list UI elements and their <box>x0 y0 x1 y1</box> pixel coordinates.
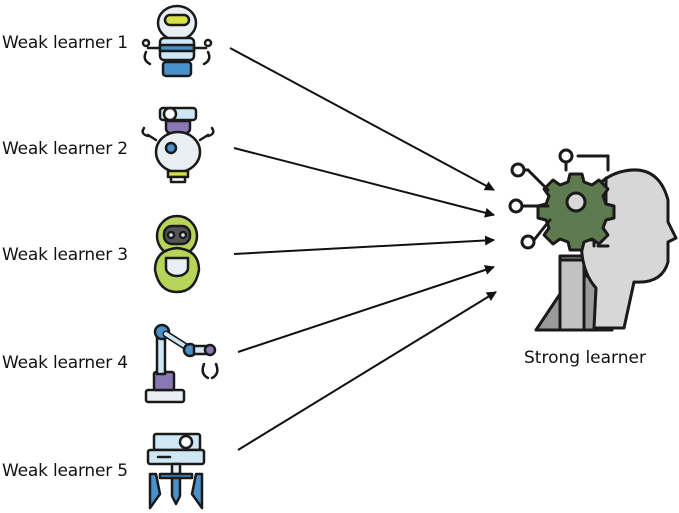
arrow-1 <box>229 47 495 191</box>
robot-1-icon <box>141 4 213 78</box>
weak-learner-1-label: Weak learner 1 <box>2 33 128 53</box>
strong-learner-label: Strong learner <box>524 348 646 368</box>
robotic-arm-icon <box>144 323 219 404</box>
robot-2-icon <box>141 106 215 184</box>
ai-head-gear-icon <box>508 148 678 332</box>
robotic-claw-icon <box>146 432 206 510</box>
arrow-5 <box>237 291 497 451</box>
arrow-3 <box>233 235 495 255</box>
weak-learner-2-label: Weak learner 2 <box>2 139 128 159</box>
arrows <box>229 47 497 451</box>
arrow-2 <box>233 147 495 218</box>
weak-learner-5-label: Weak learner 5 <box>2 461 128 481</box>
weak-learner-3-label: Weak learner 3 <box>2 245 128 265</box>
robot-3-icon <box>153 214 201 294</box>
arrow-4 <box>237 265 495 353</box>
weak-learner-4-label: Weak learner 4 <box>2 353 128 373</box>
